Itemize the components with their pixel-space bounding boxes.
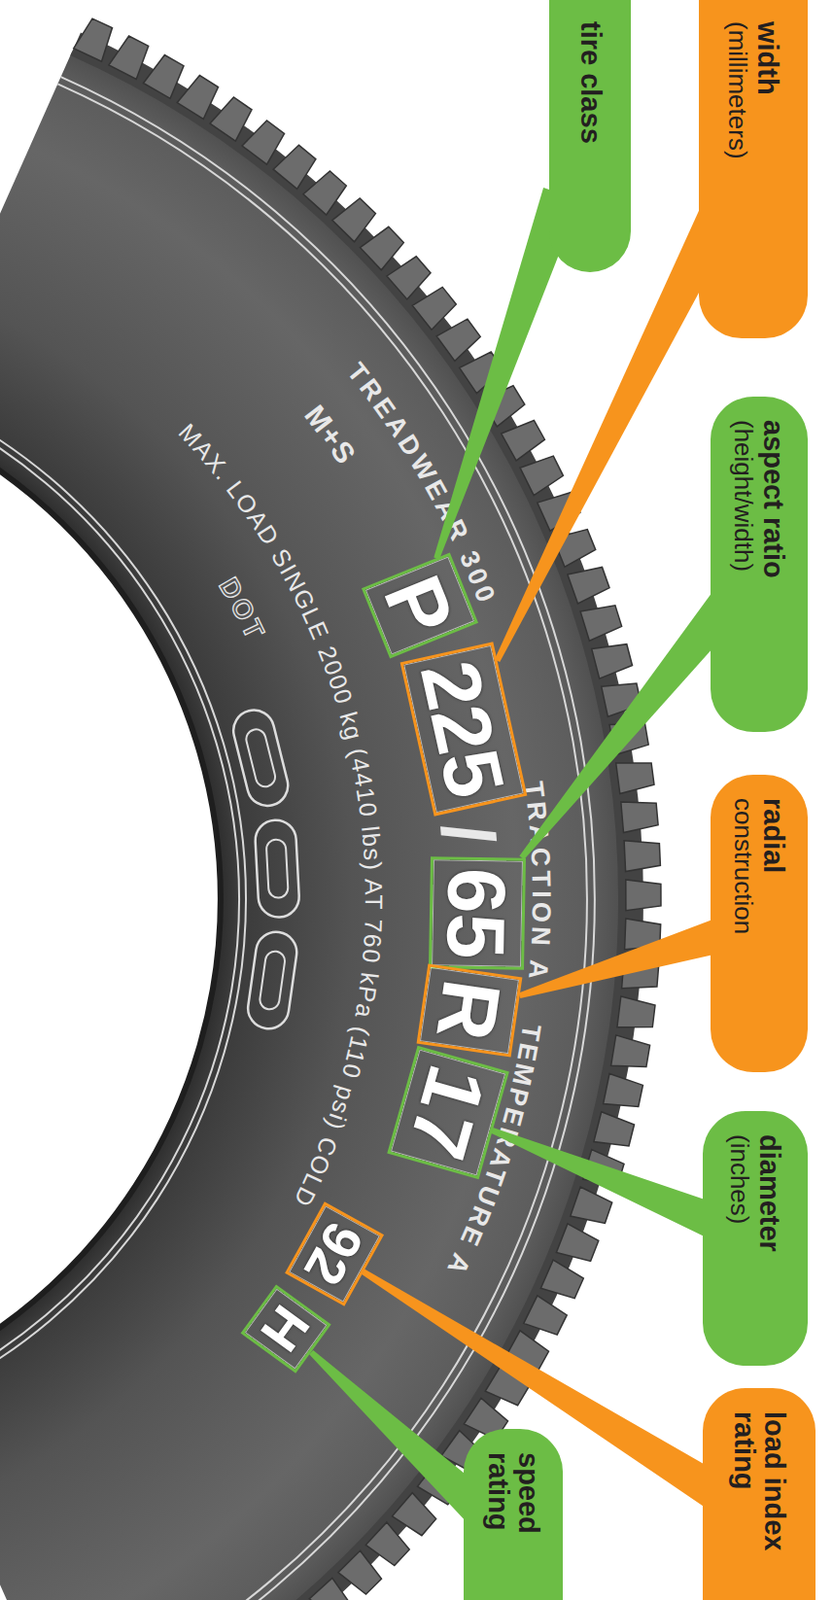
oval-outline xyxy=(244,929,300,1032)
callout-heading: speed rating xyxy=(483,1452,545,1574)
callout-heading: radial xyxy=(757,798,788,1063)
callout-heading: tire class xyxy=(574,21,605,263)
sidewall-text: TREADWEAR 300 xyxy=(341,357,502,610)
callout-text: (height/width) xyxy=(729,419,758,723)
callout-tail xyxy=(494,210,734,662)
callout-bubble: load index rating xyxy=(702,1388,816,1600)
code-box: 65 xyxy=(428,856,526,971)
dot-code-oval xyxy=(244,929,300,1032)
rim-edge xyxy=(0,418,221,1380)
text-path: M+S xyxy=(298,399,363,471)
callout-heading: width xyxy=(751,21,782,329)
callout-text: construction xyxy=(729,798,758,1063)
sidewall-text: DOT xyxy=(212,572,272,646)
sidewall-text: M+S xyxy=(298,399,363,471)
sidewall-code: R xyxy=(418,974,519,1046)
oval-outline xyxy=(254,819,301,919)
dot-code-oval xyxy=(229,705,293,810)
callout-bubble: radialconstruction xyxy=(710,774,808,1073)
callout-bubble: speed rating xyxy=(463,1428,563,1600)
callout-heading: load index rating xyxy=(728,1411,791,1592)
callout-heading: diameter xyxy=(753,1134,784,1356)
callout-bubble: diameter(inches) xyxy=(702,1110,808,1366)
sidewall-text: MAX. LOAD SINGLE 2000 kg (4410 lbs) AT 7… xyxy=(173,417,388,1213)
code-box: R xyxy=(416,964,522,1058)
text-path: TREADWEAR 300 xyxy=(341,357,502,610)
callout-bubble: tire class xyxy=(549,0,631,273)
callout-tail-group xyxy=(494,210,734,662)
text-path: DOT xyxy=(212,572,272,646)
sidewall-label-group: TREADWEAR 300TRACTION ATEMPERATURE AM+S/… xyxy=(173,357,556,1283)
callout-bubble: width(millimeters) xyxy=(698,0,808,339)
oval-inner xyxy=(243,727,278,789)
sidewall-ring-line xyxy=(0,395,246,1403)
callout-text: (millimeters) xyxy=(724,21,752,329)
text-path: / xyxy=(426,820,511,848)
oval-outline xyxy=(229,705,293,810)
text-path: MAX. LOAD SINGLE 2000 kg (4410 lbs) AT 7… xyxy=(173,417,388,1213)
callout-text: (inches) xyxy=(726,1134,754,1356)
callout-bubble: aspect ratio(height/width) xyxy=(710,396,808,732)
code-separator: / xyxy=(426,820,511,848)
oval-inner xyxy=(258,949,286,1010)
oval-inner xyxy=(266,838,289,899)
sidewall-ring-line xyxy=(0,401,240,1396)
callout-heading: aspect ratio xyxy=(757,419,788,723)
dot-code-oval xyxy=(254,819,301,919)
sidewall-code: 65 xyxy=(429,867,523,960)
